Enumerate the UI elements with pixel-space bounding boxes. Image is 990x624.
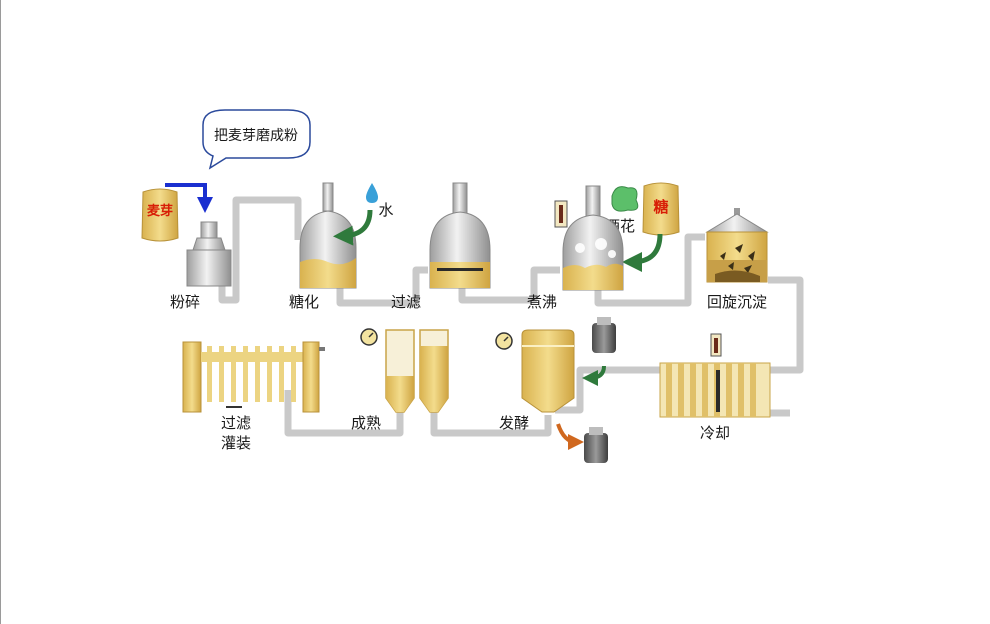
malt-bag: 麦芽 [141, 188, 179, 242]
sugar-bag-label: 糖 [653, 198, 668, 216]
malt-bag-label: 麦芽 [147, 203, 173, 219]
maturation-tank-1 [385, 329, 415, 413]
pressure-gauge-icon [360, 328, 378, 346]
collection-canister [584, 427, 608, 463]
blue-arrow-icon [165, 183, 213, 213]
stage-label-boiling: 煮沸 [527, 293, 557, 311]
green-arrow-icon [333, 209, 373, 246]
lauter-tun [429, 182, 491, 289]
water-label: 水 [378, 201, 393, 219]
green-arrow-icon [622, 233, 663, 272]
filter-press [182, 341, 325, 413]
mill [186, 221, 232, 287]
stage-label-lautering: 过滤 [391, 293, 421, 311]
thermometer-icon [710, 333, 722, 357]
orange-arrow-icon [556, 423, 584, 450]
divider-line [226, 406, 242, 408]
hops-icon [611, 186, 639, 212]
maturation-tank-2 [419, 329, 449, 413]
plate-cooler [659, 362, 771, 418]
stage-label-mashing: 糖化 [289, 293, 319, 311]
pressure-gauge-icon [495, 332, 513, 350]
pipes [218, 196, 804, 437]
stage-label-filtering: 过滤 [221, 414, 251, 432]
stage-label-milling: 粉碎 [170, 293, 200, 311]
stage-label-whirlpool: 回旋沉淀 [707, 293, 767, 311]
green-arrow-icon [582, 365, 606, 386]
sugar-bag: 糖 [642, 182, 680, 236]
stage-label-packaging: 灌装 [221, 434, 251, 452]
stage-label-cooling: 冷却 [700, 424, 730, 442]
speech-bubble: 把麦芽磨成粉 [202, 109, 311, 170]
water-drop-icon [366, 183, 378, 203]
fermentation-tank [521, 329, 575, 413]
whirlpool-tank [705, 208, 769, 283]
stage-label-fermentation: 发酵 [499, 414, 529, 432]
yeast-canister [592, 317, 616, 353]
thermometer-icon [554, 200, 568, 228]
boil-kettle [562, 185, 624, 291]
bubble-text: 把麦芽磨成粉 [214, 128, 298, 144]
stage-label-maturation: 成熟 [351, 414, 381, 432]
